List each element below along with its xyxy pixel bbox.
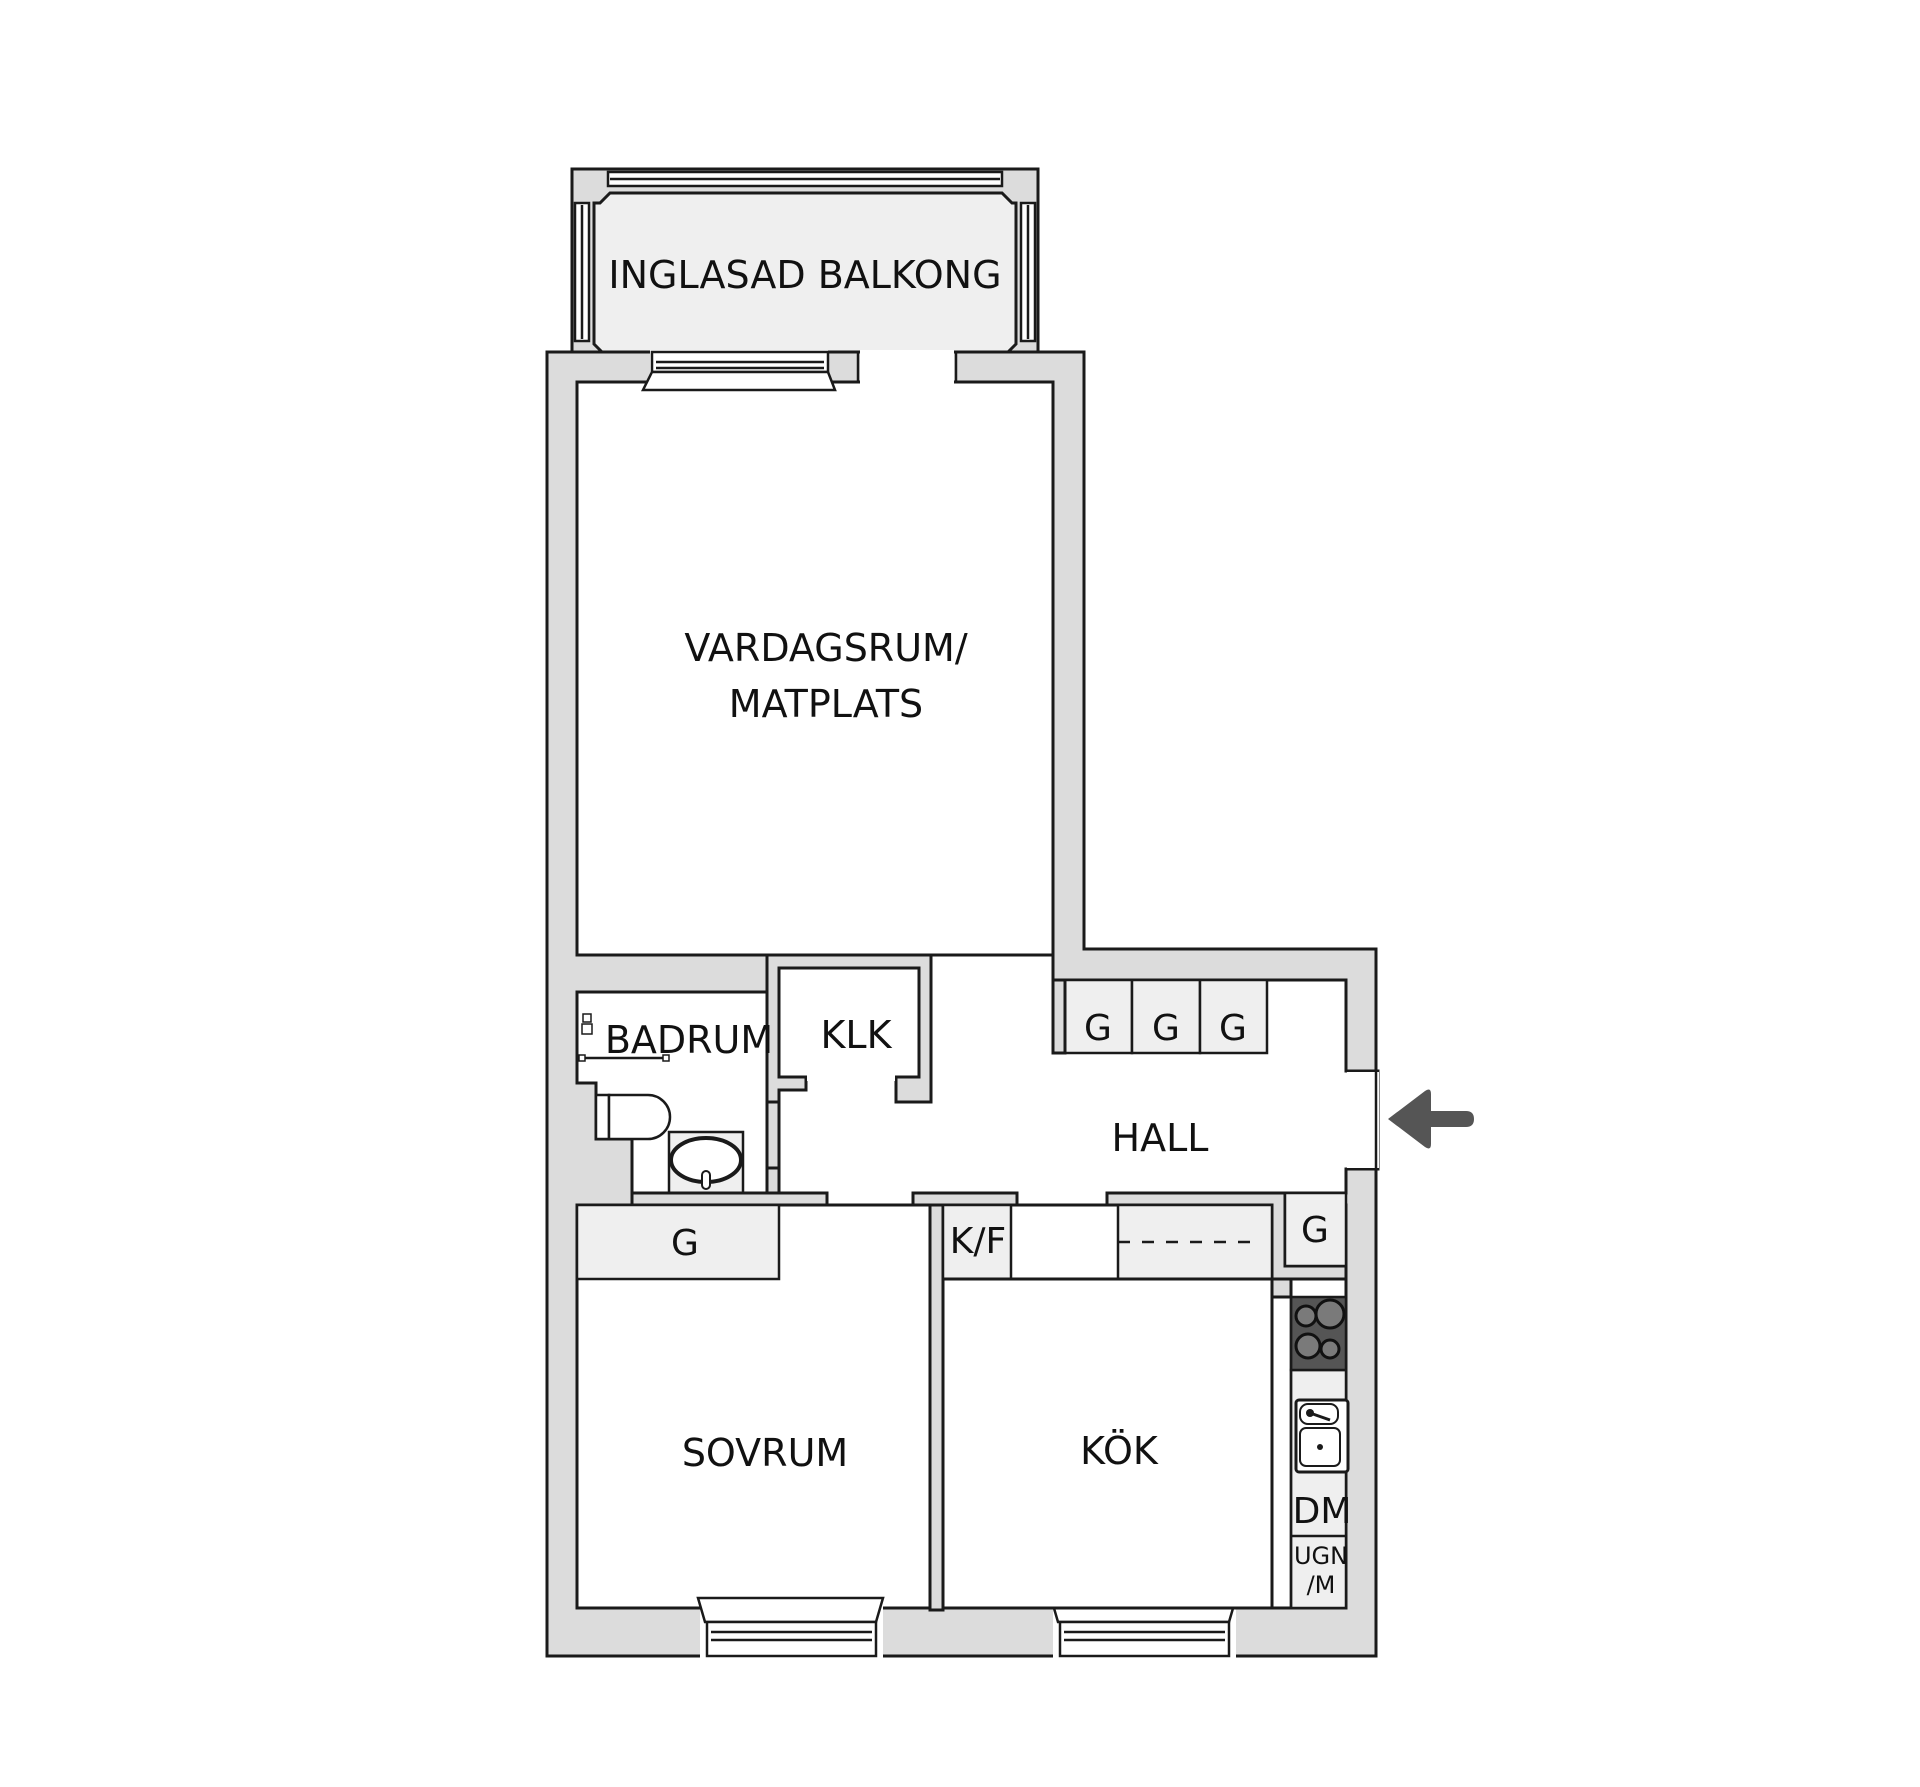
kitchen-sink-icon: [1294, 1398, 1350, 1474]
label-living-room-line1: VARDAGSRUM/: [684, 626, 967, 670]
label-living-room-line2: MATPLATS: [729, 682, 923, 726]
label-wardrobe-4: G: [1301, 1210, 1329, 1251]
shower-mixer-icon: [581, 1013, 593, 1035]
wardrobe-4: [1283, 1191, 1348, 1268]
bath-bedroom-wall: [630, 1191, 829, 1207]
label-oven-line1: UGN: [1294, 1542, 1348, 1570]
label-dishwasher: DM: [1293, 1491, 1352, 1532]
label-walk-in-closet: KLK: [820, 1013, 892, 1057]
living-room-window: [640, 350, 837, 392]
balcony-door-opening: [860, 350, 954, 384]
klk-floor: [777, 966, 921, 1079]
label-hall: HALL: [1112, 1116, 1209, 1160]
wardrobe-3: [1198, 978, 1269, 1055]
bedroom-window: [696, 1596, 885, 1658]
fridge-freezer: [941, 1203, 1013, 1281]
living-room-floor: [575, 380, 1055, 957]
label-wardrobe-3: G: [1219, 1008, 1247, 1049]
bedroom-wardrobe: [575, 1203, 781, 1281]
balcony: INGLASAD BALKONG: [570, 167, 1040, 354]
washbasin-icon: [667, 1130, 745, 1195]
wardrobe-2: [1130, 978, 1202, 1055]
label-wardrobe-1: G: [1084, 1008, 1112, 1049]
entrance-arrow-icon: [1388, 1089, 1474, 1149]
label-bedroom: SOVRUM: [682, 1431, 848, 1475]
label-bedroom-wardrobe: G: [671, 1223, 699, 1264]
label-oven-line2: /M: [1307, 1571, 1336, 1599]
label-bathroom: BADRUM: [605, 1018, 773, 1062]
kitchen-partition-top: [911, 1191, 1019, 1207]
label-balcony: INGLASAD BALKONG: [608, 253, 1001, 297]
hall-wardrobes: G G G: [1051, 978, 1269, 1055]
bedroom-kitchen-wall: [928, 1203, 945, 1612]
toilet-icon: [594, 1093, 672, 1141]
entrance-door-opening[interactable]: [1347, 1072, 1379, 1168]
label-kitchen: KÖK: [1080, 1429, 1159, 1473]
label-wardrobe-2: G: [1152, 1008, 1180, 1049]
stove-burners-icon: [1294, 1298, 1346, 1360]
label-fridge-freezer: K/F: [950, 1221, 1006, 1262]
